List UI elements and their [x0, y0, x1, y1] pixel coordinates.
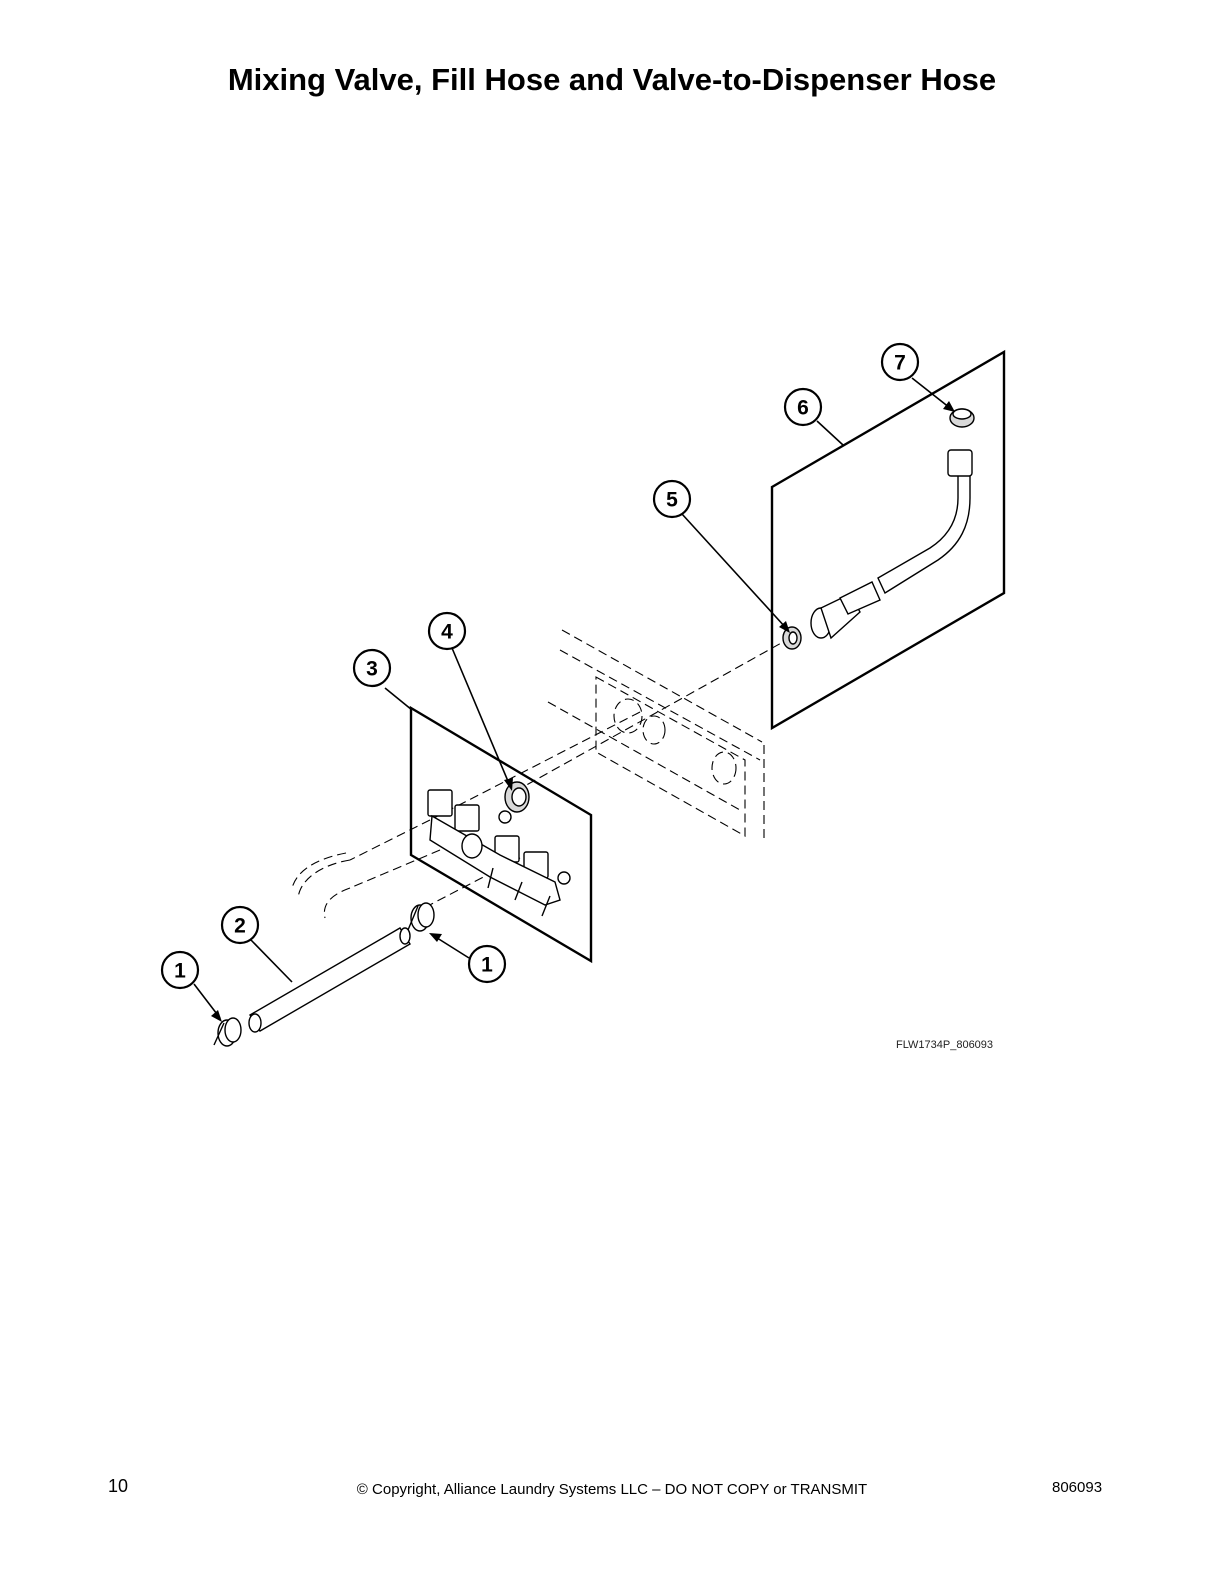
callout-5: 5 [652, 479, 692, 519]
dispenser-hose-washer [782, 626, 802, 650]
callout-7: 7 [880, 342, 920, 382]
valve-to-dispenser-hose [810, 449, 973, 640]
page-title: Mixing Valve, Fill Hose and Valve-to-Dis… [227, 62, 997, 97]
callout-2-label: 2 [234, 915, 246, 938]
callout-1-right: 1 [467, 944, 507, 984]
callout-4: 4 [427, 611, 467, 651]
inlet-screen [949, 408, 975, 428]
hose-clamp-left [213, 1017, 242, 1047]
callout-1-left: 1 [160, 950, 200, 990]
page-number: 10 [108, 1476, 129, 1496]
callout-7-label: 7 [894, 352, 906, 375]
callout-6: 6 [783, 387, 823, 427]
callout-5-label: 5 [666, 489, 678, 512]
fill-hose [248, 927, 411, 1033]
callout-3: 3 [352, 648, 392, 688]
callout-1-right-label: 1 [481, 954, 493, 977]
document-number: 806093 [1052, 1479, 1103, 1496]
valve-washer [504, 781, 530, 813]
callout-1-left-label: 1 [174, 960, 186, 983]
copyright-notice: © Copyright, Alliance Laundry Systems LL… [356, 1481, 868, 1498]
mixing-valve [427, 789, 571, 917]
callout-4-label: 4 [441, 621, 453, 644]
callout-2: 2 [220, 905, 260, 945]
figure-id: FLW1734P_806093 [896, 1039, 993, 1051]
callout-6-label: 6 [797, 397, 809, 420]
leader-lines [193, 377, 955, 1022]
hose-clamp-right [407, 902, 435, 932]
callout-3-label: 3 [366, 658, 378, 681]
